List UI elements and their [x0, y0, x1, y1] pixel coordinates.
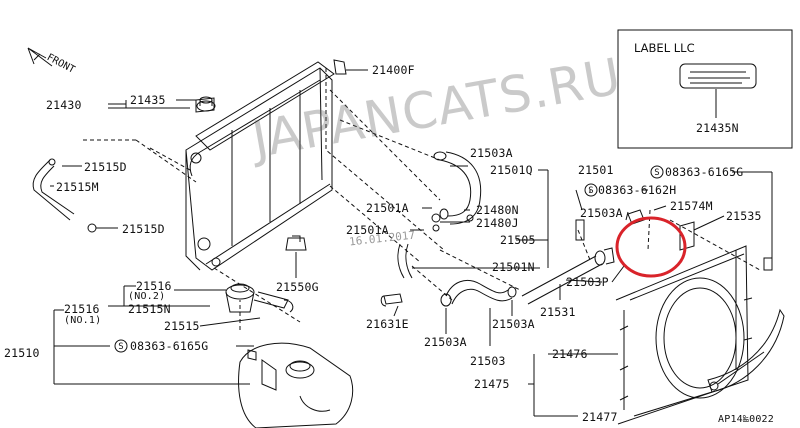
- bolt-label-08363-6165G-b: 08363-6165G: [665, 165, 744, 179]
- label-plate: [679, 63, 757, 89]
- part-label-21501A-a: 21501A: [366, 201, 409, 215]
- part-label-21503A-d: 21503A: [424, 335, 467, 349]
- part-label-21574M: 21574M: [670, 199, 713, 213]
- part-label-21435: 21435: [130, 93, 166, 107]
- part-label-21503A-b: 21503A: [580, 206, 623, 220]
- inset-box: [617, 29, 793, 149]
- svg-text:S: S: [654, 168, 659, 178]
- part-label-21480J: 21480J: [476, 216, 519, 230]
- svg-text:S: S: [118, 342, 123, 352]
- inset-title: LABEL LLC: [634, 41, 695, 55]
- bolt-s-icon-b: [584, 183, 598, 197]
- part-label-21515D-a: 21515D: [84, 160, 127, 174]
- part-label-21631E: 21631E: [366, 317, 409, 331]
- part-label-21503: 21503: [470, 354, 506, 368]
- part-label-21430: 21430: [46, 98, 82, 112]
- bolt-label-08363-6165G-a: 08363-6165G: [130, 339, 209, 353]
- bolt-label-08363-6162H: 08363-6162H: [598, 183, 677, 197]
- part-label-21515: 21515: [164, 319, 200, 333]
- part-label-21480N: 21480N: [476, 203, 519, 217]
- inset-part-label: 21435N: [696, 121, 739, 135]
- part-label-21477: 21477: [582, 410, 618, 424]
- part-label-21550G: 21550G: [276, 280, 319, 294]
- part-label-21501N: 21501N: [492, 260, 535, 274]
- part-label-21501: 21501: [578, 163, 614, 177]
- part-label-21515D-b: 21515D: [122, 222, 165, 236]
- part-note-no2: (NO.2): [128, 291, 166, 302]
- part-label-21535: 21535: [726, 209, 762, 223]
- part-label-21516-no2: 21516: [136, 279, 172, 293]
- lower-shroud: [707, 308, 785, 393]
- svg-text:S: S: [588, 186, 593, 196]
- bolt-s-icon-c: [650, 165, 664, 179]
- part-label-21400F: 21400F: [372, 63, 415, 77]
- part-label-21531: 21531: [540, 305, 576, 319]
- part-label-21510: 21510: [4, 346, 40, 360]
- part-label-21515N: 21515N: [128, 302, 171, 316]
- front-arrow: [27, 47, 53, 67]
- part-label-21505: 21505: [500, 233, 536, 247]
- highlight-circle: [615, 216, 687, 278]
- part-label-21503P: 21503P: [566, 275, 609, 289]
- part-label-21475: 21475: [474, 377, 510, 391]
- bolt-s-icon-a: [114, 339, 128, 353]
- part-label-21501A-b: 21501A: [346, 223, 389, 237]
- figure-code: AP14‱0022: [718, 414, 774, 425]
- part-label-21501Q: 21501Q: [490, 163, 533, 177]
- part-label-21503A-c: 21503A: [492, 317, 535, 331]
- part-label-21515M: 21515M: [56, 180, 99, 194]
- reservoir-tank: [238, 342, 354, 428]
- part-label-21516-no1: 21516: [64, 302, 100, 316]
- fan-shroud: [615, 245, 749, 425]
- part-label-21503A-a: 21503A: [470, 146, 513, 160]
- part-label-21476: 21476: [552, 347, 588, 361]
- part-note-no1: (NO.1): [64, 315, 102, 326]
